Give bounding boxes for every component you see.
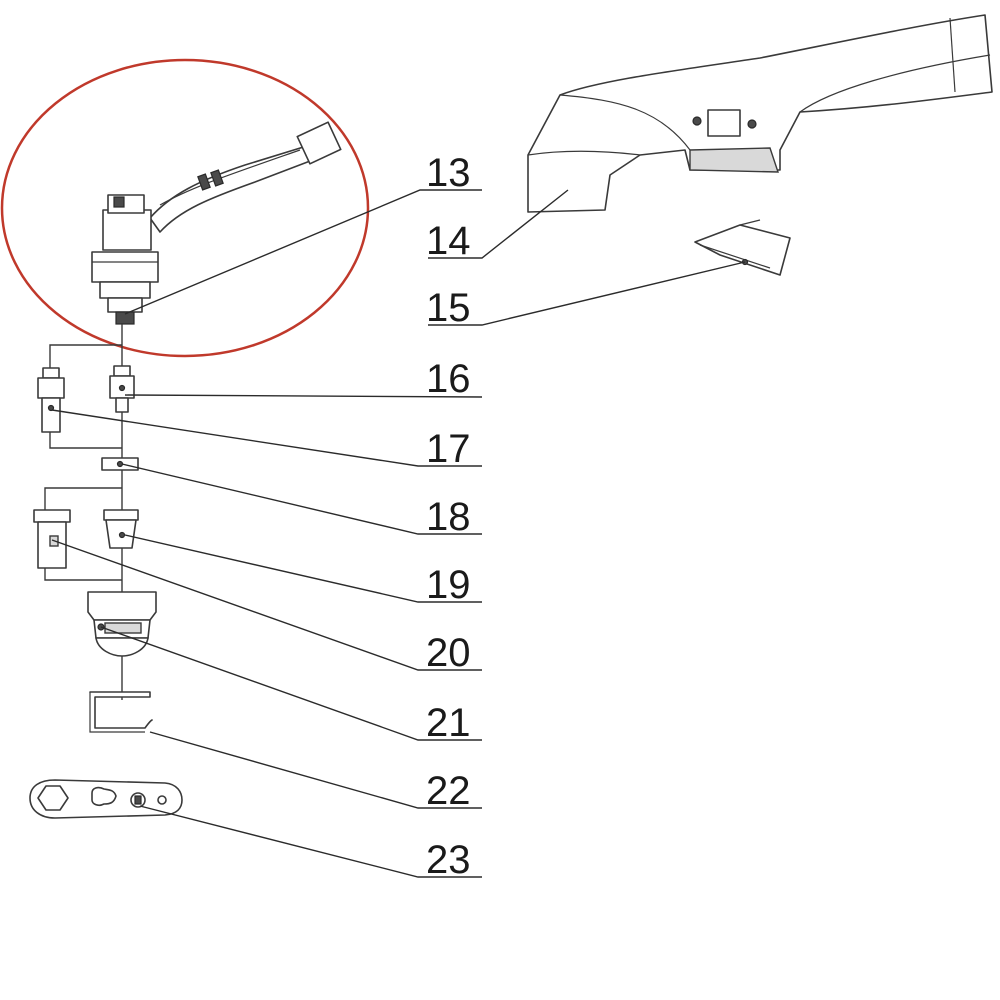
callout-18: 18 (426, 495, 471, 539)
part-21-shield-cup (87, 591, 157, 657)
callout-15: 15 (426, 286, 471, 330)
callout-21: 21 (426, 701, 471, 745)
leader-17 (51, 409, 482, 467)
part-20-nozzle-long (33, 509, 71, 569)
callout-16: 16 (426, 357, 471, 401)
leader-19 (124, 534, 482, 603)
callout-19: 19 (426, 563, 471, 607)
part-17-electrode-long (37, 367, 65, 433)
callout-13: 13 (426, 151, 471, 195)
part-15-trigger (694, 219, 791, 276)
leader-20 (51, 539, 482, 671)
part-14-handle (527, 14, 993, 213)
leader-21 (100, 626, 482, 741)
part-13-torch-head (91, 121, 342, 325)
leader-18 (121, 463, 482, 535)
callout-20: 20 (426, 631, 471, 675)
part-23-spanner (29, 779, 183, 819)
leader-23 (139, 805, 482, 878)
leader-15 (428, 261, 746, 326)
callout-17: 17 (426, 427, 471, 471)
leader-16 (124, 394, 483, 398)
callout-22: 22 (426, 769, 471, 813)
part-19-nozzle (103, 509, 139, 549)
callout-14: 14 (426, 219, 471, 263)
leader-lines (51, 189, 746, 878)
callout-23: 23 (426, 838, 471, 882)
leader-14 (428, 189, 569, 259)
leader-22 (149, 731, 482, 809)
part-22-standoff-guide (89, 691, 153, 733)
highlight-ellipse (0, 58, 370, 358)
part-18-swirl-ring (101, 457, 139, 471)
leader-13 (124, 189, 482, 315)
part-16-electrode (109, 365, 135, 413)
